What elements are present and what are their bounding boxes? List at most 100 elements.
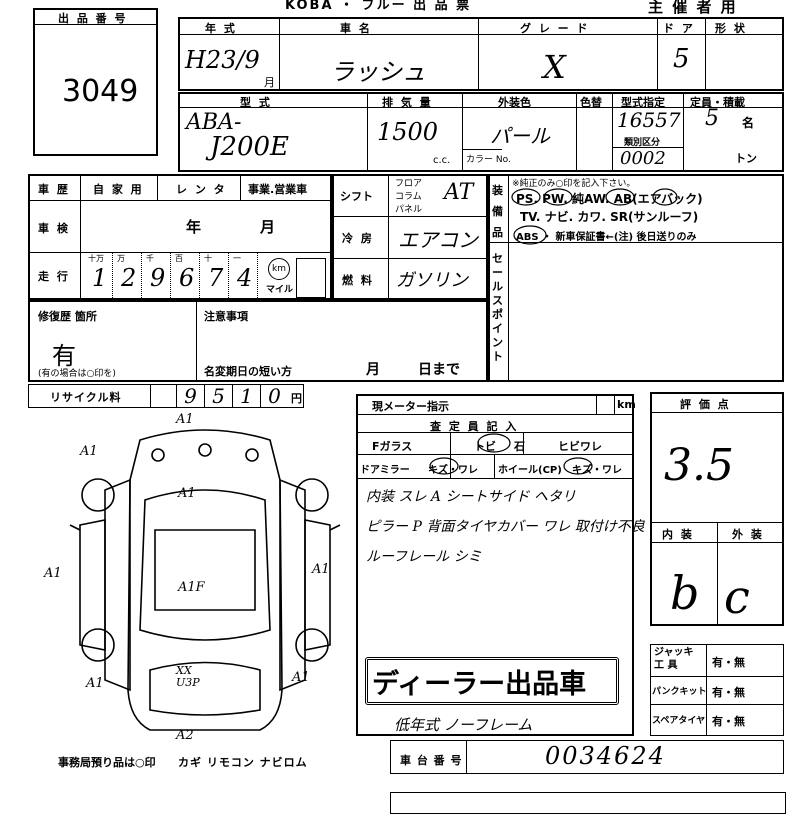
type-designation-label: 型式指定 [621,96,665,109]
capacity-label: 定員・積載 [690,96,745,109]
odometer-unit-label: 千 [146,254,154,263]
held-items-label: 事務局預り品は○印 [58,756,156,769]
displacement-unit: c.c. [433,155,451,166]
ton-unit: トン [735,152,757,165]
wheel-scratch-label: キズ・ワレ [572,465,622,476]
chassis-number: 0034624 [545,742,666,770]
inspection-circles [429,433,593,475]
km-unit-circled: km [268,258,290,280]
damage-mark-roof: A1 [178,486,196,501]
damage-mark-front: A2 [176,728,194,743]
equipment-label: 装 備 品 [492,184,503,239]
recycle-fee-digit: 0 [260,384,288,408]
mileage-label: 走 行 [38,270,70,283]
shift-column: コラム [395,192,422,202]
recycle-fee-label: リサイクル料 [50,391,122,404]
displacement-label: 排 気 量 [382,96,433,109]
tools-block [650,644,784,736]
inspection-note-2: ピラー P 背面タイヤカバー ワレ 取付け不良 [366,519,645,535]
history-block [28,174,332,300]
grade-value: X [543,48,566,86]
repair-history-label: 修復歴 箇所 [38,310,97,323]
repair-history-note: (有の場合は○印を) [38,369,116,379]
car-name-value: ラッシュ [330,58,426,86]
damage-mark-right-front: A1 [292,670,310,685]
score-value: 3.5 [664,440,734,491]
recycle-block [28,384,304,408]
shift-panel: パネル [395,205,423,215]
aircon-label: 冷 房 [342,232,374,245]
chassis-number-label: 車 台 番 号 [400,754,463,767]
jack-value: 有・無 [712,656,745,669]
history-label: 車 歴 [38,183,70,196]
meter-unit: km [617,398,636,411]
model-value: J200E [210,132,290,162]
inspection-note-3: ルーフレール シミ [366,549,482,565]
owner-copy-label: 主 催 者 用 [648,0,738,16]
odometer-unit-label: 万 [117,254,125,263]
frame-note: 低年式 ノーフレーム [394,716,533,734]
capacity-unit: 名 [742,116,755,130]
damage-mark-rear: A1 [176,412,194,427]
fuel-value: ガソリン [396,270,468,291]
exterior-label: 外 装 [732,528,764,541]
year-value: H23/9 [185,46,260,74]
odometer-unit-label: 十 [204,254,212,263]
car-damage-diagram [69,429,341,731]
exterior-color-label: 外装色 [498,96,531,109]
inspection-note-1: 内装 スレ A シートサイド ヘタリ [366,489,576,505]
bottom-table-edge [390,792,786,814]
capacity-value: 5 [705,106,719,131]
chassis-block [390,740,784,774]
equipment-line-2: TV. ナビ. カワ. SR(サンルーフ) [520,210,699,224]
mechanics-block [332,174,488,300]
repair-block [28,300,488,382]
inspector-entry-label: 査 定 員 記 入 [430,420,519,433]
jack-label: ジャッキ 工 具 [654,647,694,671]
odometer-digit: 4 [237,264,253,292]
door-value: 5 [673,44,690,74]
color-no-label: カラー No. [466,155,511,165]
odometer-end-box [296,258,326,298]
dealer-stamp [365,657,619,705]
damage-mark-right-side: A1 [312,562,330,577]
equipment-line-3: ABS ・ 新車保証書←(注) 後日送りのみ [516,232,697,243]
mirror-scratch-label: キズ・ワレ [428,465,478,476]
shift-label: シフト [340,190,373,203]
lot-number-box [33,8,158,156]
name-change-month: 月 [366,362,380,378]
odometer-digit: 9 [150,264,166,292]
puncture-kit-value: 有・無 [712,686,745,699]
rental-label: レ ン タ [176,183,227,196]
odometer-unit-label: 十万 [88,254,104,263]
vehicle-info-row1 [178,17,784,91]
odometer-digit: 1 [92,264,108,292]
damage-mark-center: A1F [178,580,205,595]
front-note-2: U3P [176,676,200,689]
equipment-circles [511,188,678,245]
odometer-digit: 6 [179,264,195,292]
category-label: 類別区分 [624,138,661,148]
meter-label: 現メーター指示 [372,400,449,413]
inspection-block [356,394,634,736]
front-note-1: XX [176,664,192,677]
damage-mark-left-front: A1 [86,676,104,691]
puncture-kit-label: パンクキット [652,687,707,697]
year-label: 年 式 [205,22,237,35]
recycle-fee-digit: 5 [204,384,232,408]
shift-floor: フロア [395,179,423,189]
repair-history-value: 有 [52,342,76,370]
model-value-prefix: ABA- [186,110,242,135]
spare-tire-value: 有・無 [712,715,745,728]
recycle-fee-unit: 円 [291,392,302,405]
chip-label: トビ [474,440,496,453]
odometer-unit-label: 一 [233,254,241,263]
stone-label: 石 [514,440,527,453]
shift-value: AT [444,180,474,205]
door-label: ド ア [663,22,695,35]
